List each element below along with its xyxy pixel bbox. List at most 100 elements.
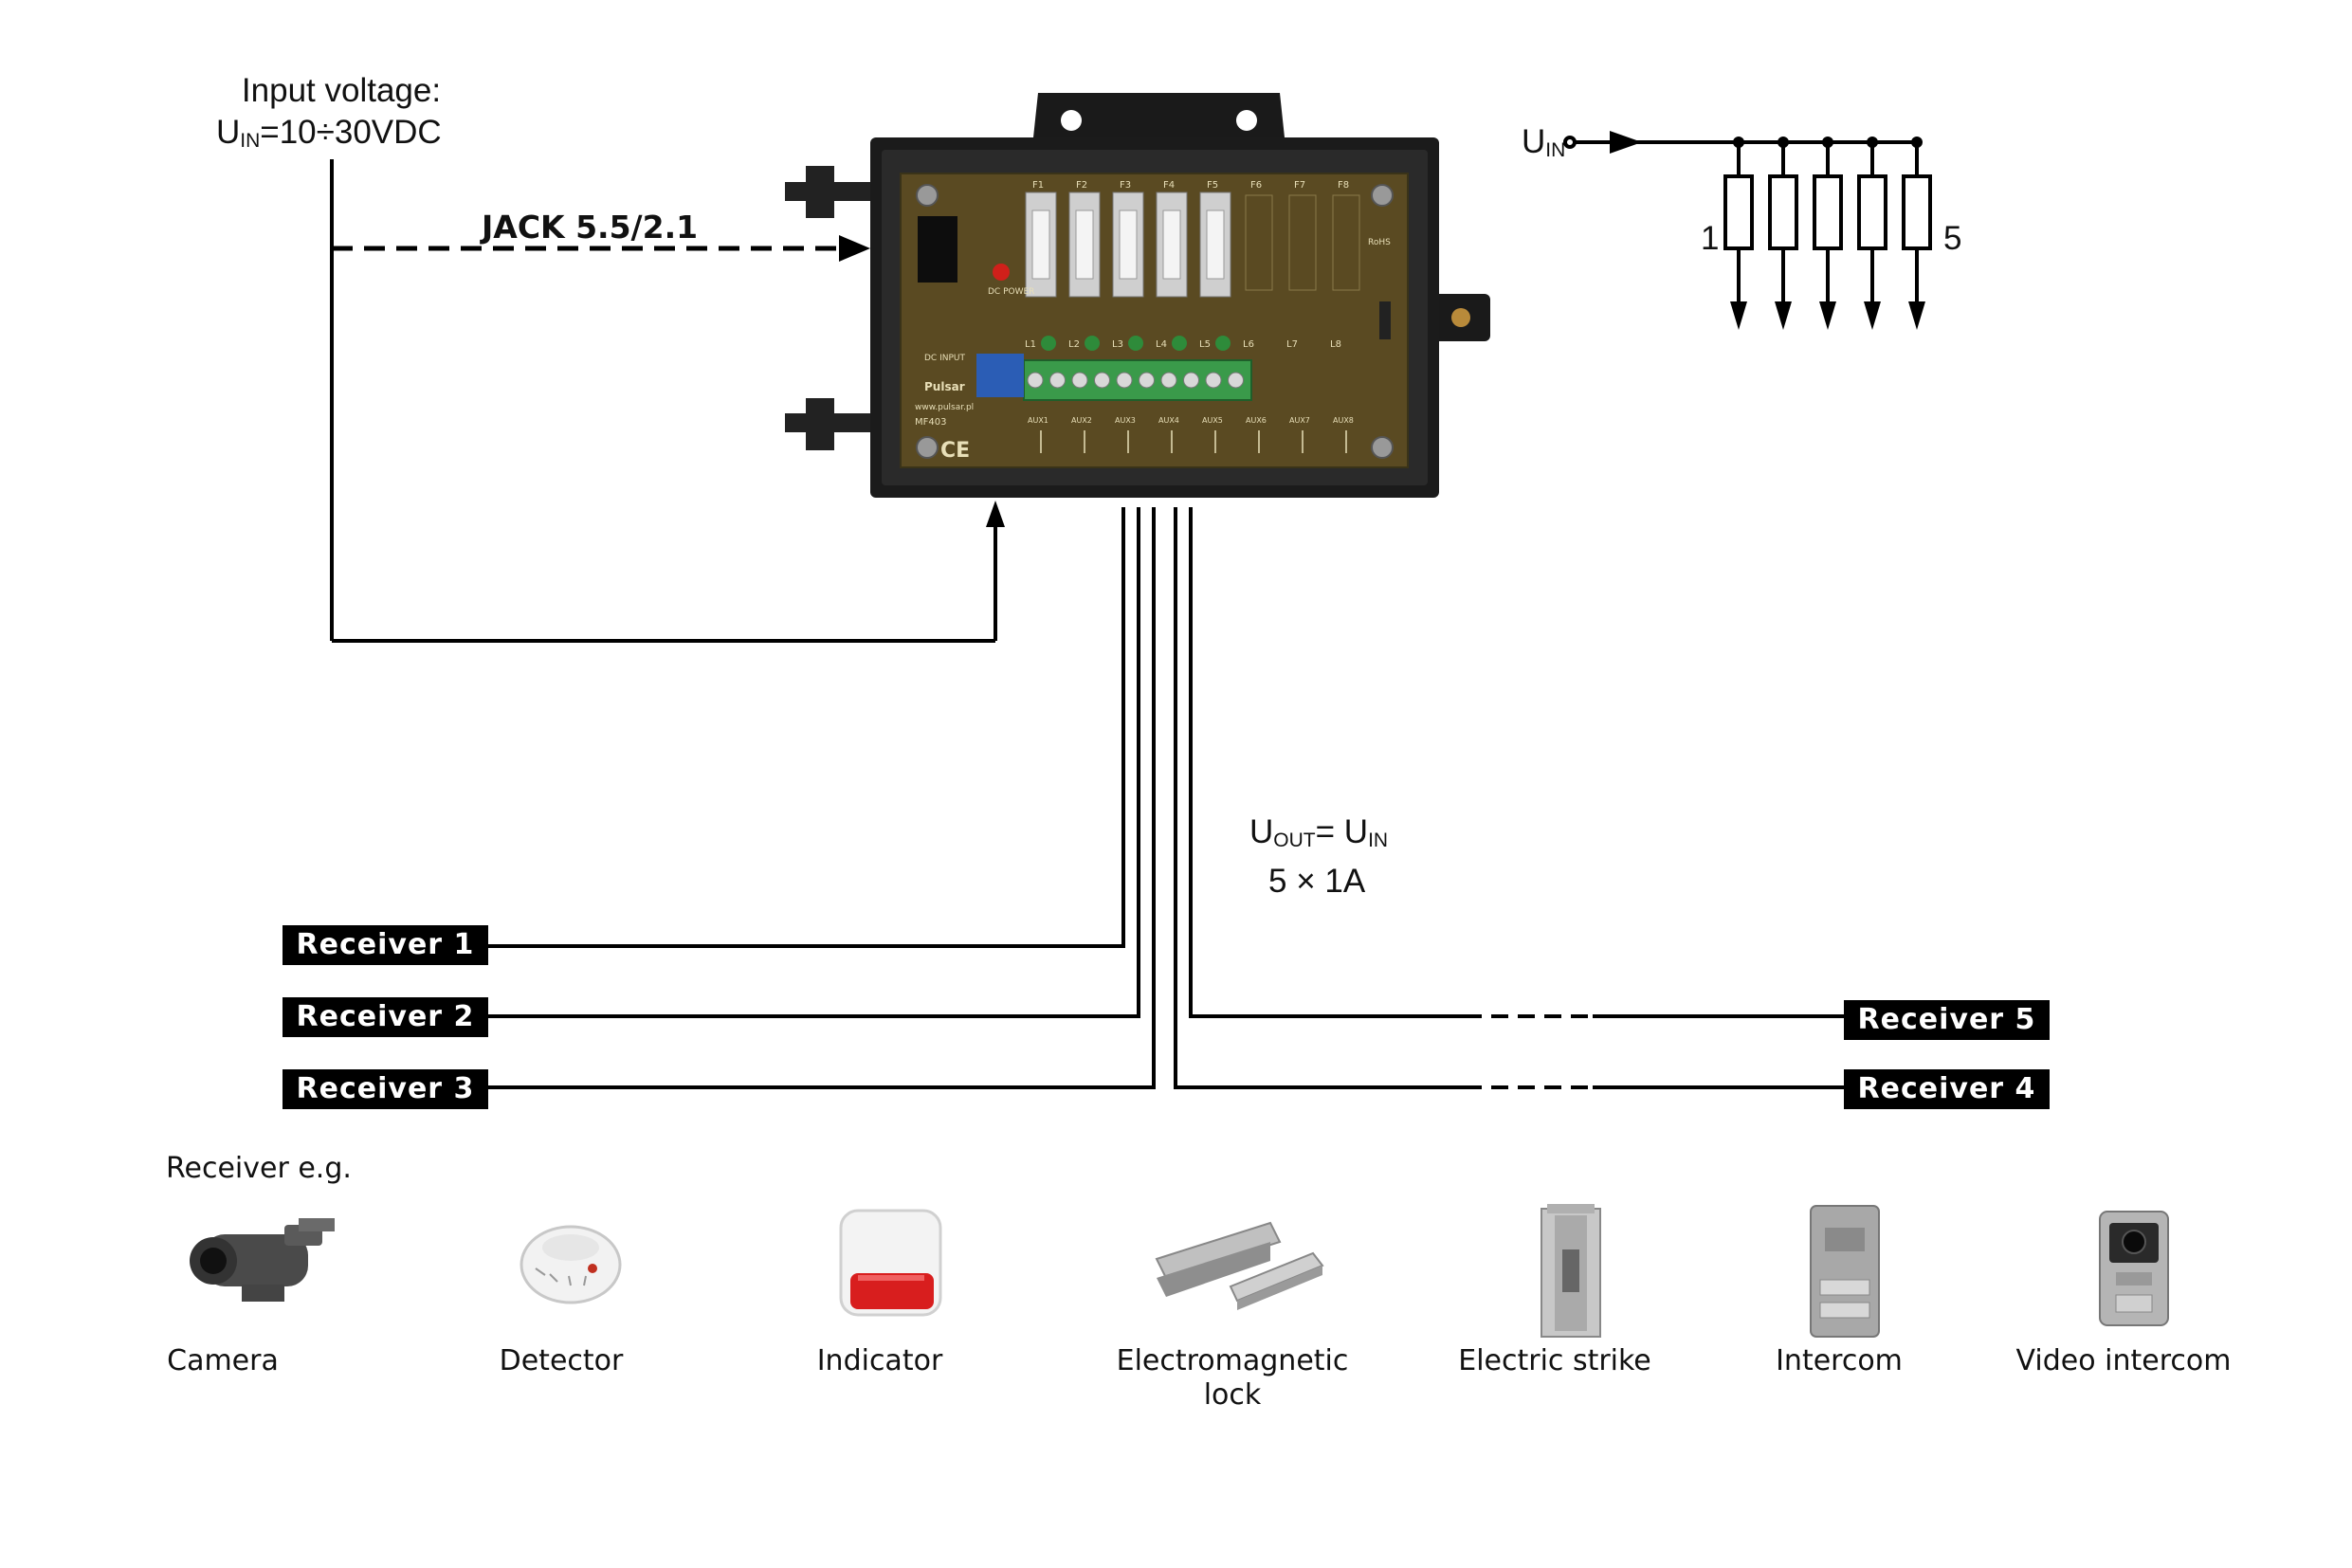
- fuse-3: [1119, 210, 1138, 280]
- device-label-electromagnetic-lock: Electromagnetic lock: [1116, 1344, 1349, 1412]
- fuse-label-4: F4: [1163, 180, 1175, 191]
- wire-receiver-5: [1189, 507, 1465, 1018]
- device-label-intercom: Intercom: [1776, 1344, 1903, 1377]
- terminal-screw: [1116, 372, 1133, 389]
- left-clips: [785, 166, 870, 450]
- schematic-node-1: [1733, 137, 1744, 148]
- terminal-input-arrow: [986, 501, 1005, 527]
- schematic-u: U: [1522, 123, 1546, 160]
- output-uin-sub: IN: [1368, 830, 1389, 851]
- device-label-indicator: Indicator: [816, 1344, 943, 1377]
- output-wiring: [488, 507, 1844, 1089]
- schematic-fuse-4: [1857, 174, 1887, 250]
- dc-jack-socket: [918, 216, 957, 283]
- device-label-detector: Detector: [499, 1344, 624, 1377]
- input-u: U: [216, 114, 241, 151]
- aux-label-2: AUX2: [1071, 416, 1092, 425]
- fuse-slot-8: [1332, 194, 1360, 291]
- schematic-arrow-4: [1864, 301, 1881, 330]
- video-intercom-icon: [2099, 1211, 2169, 1326]
- led-label-3: L3: [1112, 339, 1123, 350]
- led-5: [1215, 336, 1231, 351]
- jack-input-arrow: [839, 235, 870, 262]
- input-terminal: [976, 354, 1024, 397]
- receiver-example-heading: Receiver e.g.: [166, 1152, 352, 1185]
- fuse-2: [1075, 210, 1094, 280]
- camera-icon: [190, 1218, 335, 1302]
- mounting-tab-top: [1033, 93, 1285, 137]
- device-label-camera: Camera: [167, 1344, 279, 1377]
- jack-label: JACK 5.5/2.1: [482, 209, 699, 246]
- dc-input-label: DC INPUT: [924, 354, 965, 363]
- terminal-screw: [1027, 372, 1044, 389]
- led-3: [1128, 336, 1143, 351]
- device-label-video-intercom: Video intercom: [2015, 1344, 2232, 1377]
- led-1: [1041, 336, 1056, 351]
- aux-label-1: AUX1: [1028, 416, 1048, 425]
- fuse-slot-6: [1245, 194, 1273, 291]
- fuse-label-2: F2: [1076, 180, 1087, 191]
- fuse-label-5: F5: [1207, 180, 1218, 191]
- rohs-label: RoHS: [1368, 238, 1391, 247]
- schematic-u-sub: IN: [1545, 139, 1566, 161]
- power-led: [993, 264, 1010, 281]
- led-label-1: L1: [1025, 339, 1036, 350]
- device-icons: [190, 1204, 2169, 1338]
- input-voltage-range: UIN=10÷30VDC: [216, 114, 442, 160]
- led-label-6: L6: [1243, 339, 1254, 350]
- model-label: MF403: [915, 417, 946, 428]
- fuse-slot-7: [1288, 194, 1317, 291]
- led-label-7: L7: [1286, 339, 1298, 350]
- aux-label-6: AUX6: [1246, 416, 1267, 425]
- led-2: [1085, 336, 1100, 351]
- schematic-uin-label: UIN: [1522, 123, 1565, 170]
- fuse-1: [1031, 210, 1050, 280]
- schematic-arrow-3: [1819, 301, 1836, 330]
- schematic-arrow-1: [1730, 301, 1747, 330]
- fuse-label-7: F7: [1294, 180, 1305, 191]
- aux-label-3: AUX3: [1115, 416, 1136, 425]
- device-label-electric-strike: Electric strike: [1458, 1344, 1651, 1377]
- wire-receiver-1: [730, 507, 1125, 948]
- output-u-sub: OUT: [1273, 830, 1316, 851]
- aux-label-8: AUX8: [1333, 416, 1354, 425]
- fuse-label-8: F8: [1338, 180, 1349, 191]
- electric-strike-icon: [1541, 1204, 1601, 1338]
- diode: [1379, 301, 1391, 339]
- dc-power-label: DC POWER: [988, 287, 1034, 297]
- terminal-screw: [1228, 372, 1244, 389]
- input-wiring: [330, 159, 997, 643]
- terminal-screw: [1160, 372, 1177, 389]
- fuse-schematic: [1563, 136, 1932, 330]
- schematic-arrow-2: [1775, 301, 1792, 330]
- led-label-5: L5: [1199, 339, 1211, 350]
- led-label-4: L4: [1156, 339, 1167, 350]
- output-u: U: [1249, 813, 1274, 850]
- schematic-input-arrow: [1610, 131, 1642, 154]
- terminal-screw: [1183, 372, 1199, 389]
- fuse-5: [1206, 210, 1225, 280]
- terminal-screw: [1205, 372, 1222, 389]
- output-rating-label: 5 × 1A: [1268, 863, 1366, 900]
- led-4: [1172, 336, 1187, 351]
- schematic-node-3: [1822, 137, 1833, 148]
- terminal-screw: [1094, 372, 1110, 389]
- detector-icon: [520, 1225, 622, 1304]
- receiver-5-badge: Receiver 5: [1844, 1000, 2050, 1040]
- input-voltage-title: Input voltage:: [241, 72, 442, 109]
- fuse-4: [1162, 210, 1181, 280]
- terminal-screw: [1139, 372, 1155, 389]
- output-voltage-label: UOUT= UIN: [1249, 813, 1388, 860]
- receiver-1-badge: Receiver 1: [283, 925, 488, 965]
- led-label-2: L2: [1068, 339, 1080, 350]
- url-label: www.pulsar.pl: [915, 403, 974, 412]
- schematic-arrow-5: [1908, 301, 1925, 330]
- schematic-fuse-3: [1813, 174, 1843, 250]
- fuse-label-3: F3: [1120, 180, 1131, 191]
- output-eq: = U: [1315, 813, 1369, 850]
- aux-label-4: AUX4: [1158, 416, 1179, 425]
- schematic-node-5: [1911, 137, 1923, 148]
